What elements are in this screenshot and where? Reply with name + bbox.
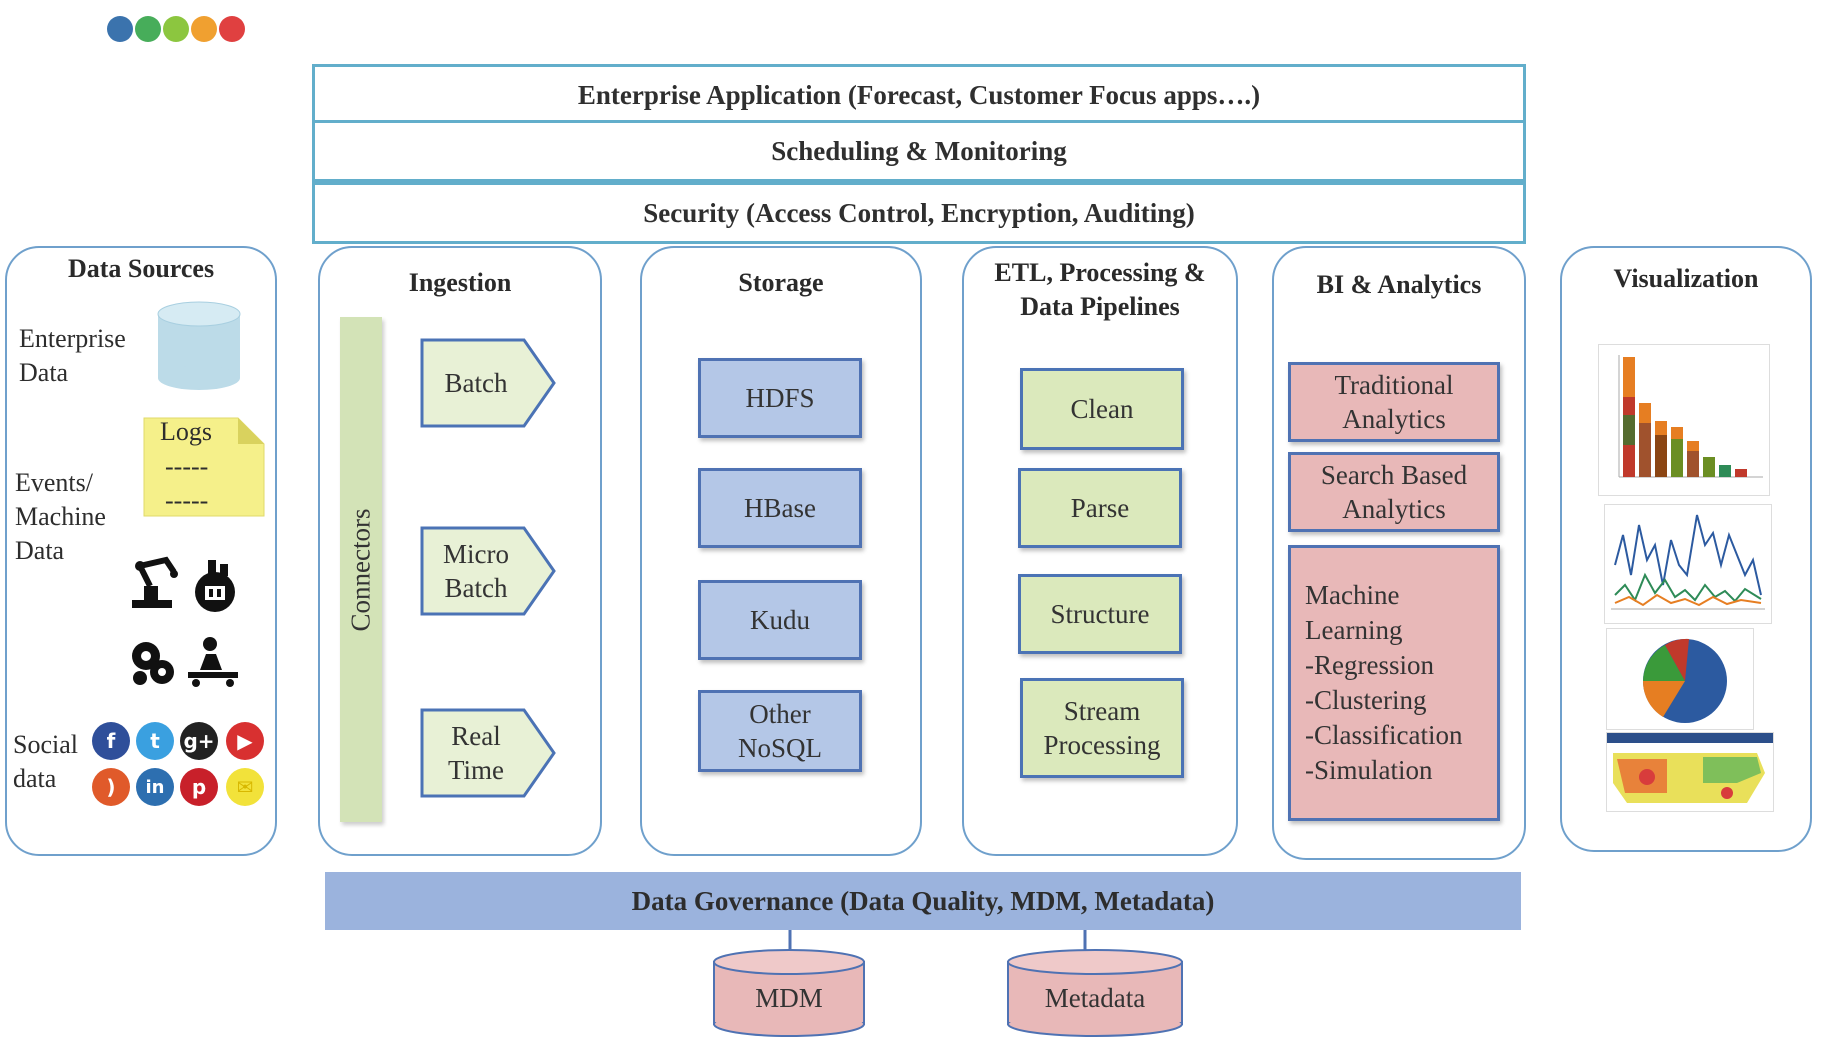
events-label-3: Data: [15, 536, 65, 565]
worker-conveyor-icon: [188, 637, 238, 687]
social-label-1: Social: [13, 730, 78, 759]
enterprise-data-label-2: Data: [19, 358, 69, 387]
connectors-label: Connectors: [345, 508, 376, 631]
stream-processing-label-1: Stream: [1063, 696, 1141, 726]
bar-chart-thumbnail-icon: [1598, 344, 1770, 496]
logs-line-1: -----: [165, 452, 209, 481]
other-nosql-box: Other NoSQL: [698, 690, 862, 772]
mdm-label: MDM: [755, 982, 823, 1013]
ml-label-3: -Regression: [1305, 650, 1434, 680]
data-governance-bar: Data Governance (Data Quality, MDM, Meta…: [325, 872, 1521, 930]
logs-title: Logs: [160, 417, 212, 446]
data-sources-title: Data Sources: [67, 254, 215, 283]
logs-note-icon: [143, 417, 265, 517]
other-nosql-label-2: NoSQL: [737, 733, 822, 763]
twitter-icon: t: [136, 722, 174, 760]
events-label-2: Machine: [15, 502, 106, 531]
real-time-label-1: Real: [451, 721, 501, 751]
dot-lime: [163, 16, 189, 42]
ml-label-1: Machine: [1305, 580, 1400, 610]
structure-box: Structure: [1018, 574, 1182, 654]
dot-blue: [107, 16, 133, 42]
map-thumbnail-icon: [1606, 732, 1774, 812]
dot-green: [135, 16, 161, 42]
batch-label: Batch: [444, 368, 508, 398]
batch-shape: Batch: [420, 338, 556, 428]
social-label-2: data: [13, 764, 57, 793]
linkedin-icon: in: [136, 768, 174, 806]
real-time-shape: Real Time: [420, 708, 556, 798]
other-nosql-label-1: Other: [749, 699, 811, 729]
hdfs-box: HDFS: [698, 358, 862, 438]
pinterest-icon: p: [180, 768, 218, 806]
enterprise-application-band: Enterprise Application (Forecast, Custom…: [312, 64, 1526, 126]
rss-icon: ): [92, 768, 130, 806]
micro-batch-label-1: Micro: [443, 539, 509, 569]
stream-processing-box: Stream Processing: [1020, 678, 1184, 778]
robot-arm-icon: [132, 556, 178, 608]
metadata-label: Metadata: [1044, 982, 1146, 1013]
bi-analytics-title: BI & Analytics: [1316, 270, 1482, 299]
machine-learning-box: Machine Learning -Regression -Clustering…: [1288, 545, 1500, 821]
ml-label-4: -Clustering: [1305, 685, 1427, 715]
etl-title-2: Data Pipelines: [1020, 292, 1180, 321]
facebook-icon: f: [92, 722, 130, 760]
ml-label-5: -Classification: [1305, 720, 1463, 750]
connectors-bar: Connectors: [340, 317, 382, 822]
security-band: Security (Access Control, Encryption, Au…: [312, 182, 1526, 244]
clean-box: Clean: [1020, 368, 1184, 450]
stream-processing-label-2: Processing: [1043, 730, 1161, 760]
enterprise-data-label-1: Enterprise: [19, 324, 126, 353]
gears-icon: [132, 642, 174, 685]
dot-red: [219, 16, 245, 42]
scheduling-monitoring-band: Scheduling & Monitoring: [312, 120, 1526, 182]
ml-label-2: Learning: [1305, 615, 1403, 645]
logs-line-2: -----: [165, 486, 209, 515]
search-analytics-label-2: Analytics: [1342, 494, 1446, 524]
search-based-analytics-box: Search Based Analytics: [1288, 452, 1500, 532]
micro-batch-shape: Micro Batch: [420, 526, 556, 616]
search-analytics-label-1: Search Based: [1320, 460, 1468, 490]
hbase-box: HBase: [698, 468, 862, 548]
mdm-cylinder-icon: [713, 949, 865, 1037]
ingestion-title: Ingestion: [408, 268, 512, 297]
storage-title: Storage: [738, 268, 824, 297]
database-icon: [157, 301, 241, 390]
youtube-icon: ▶: [226, 722, 264, 760]
factory-gear-icon: [195, 560, 235, 612]
kudu-box: Kudu: [698, 580, 862, 660]
events-label-1: Events/: [15, 468, 93, 497]
traditional-analytics-label-1: Traditional: [1334, 370, 1454, 400]
google-plus-icon: g+: [180, 722, 218, 760]
micro-batch-label-2: Batch: [444, 573, 508, 603]
traditional-analytics-label-2: Analytics: [1342, 404, 1446, 434]
visualization-title: Visualization: [1613, 264, 1759, 293]
mail-icon: ✉: [226, 768, 264, 806]
pie-chart-thumbnail-icon: [1606, 628, 1754, 730]
real-time-label-2: Time: [447, 755, 505, 785]
dot-orange: [191, 16, 217, 42]
etl-title-1: ETL, Processing &: [994, 258, 1206, 287]
ml-label-6: -Simulation: [1305, 755, 1433, 785]
parse-box: Parse: [1018, 468, 1182, 548]
metadata-cylinder-icon: [1007, 949, 1183, 1037]
traditional-analytics-box: Traditional Analytics: [1288, 362, 1500, 442]
line-chart-thumbnail-icon: [1604, 504, 1772, 624]
